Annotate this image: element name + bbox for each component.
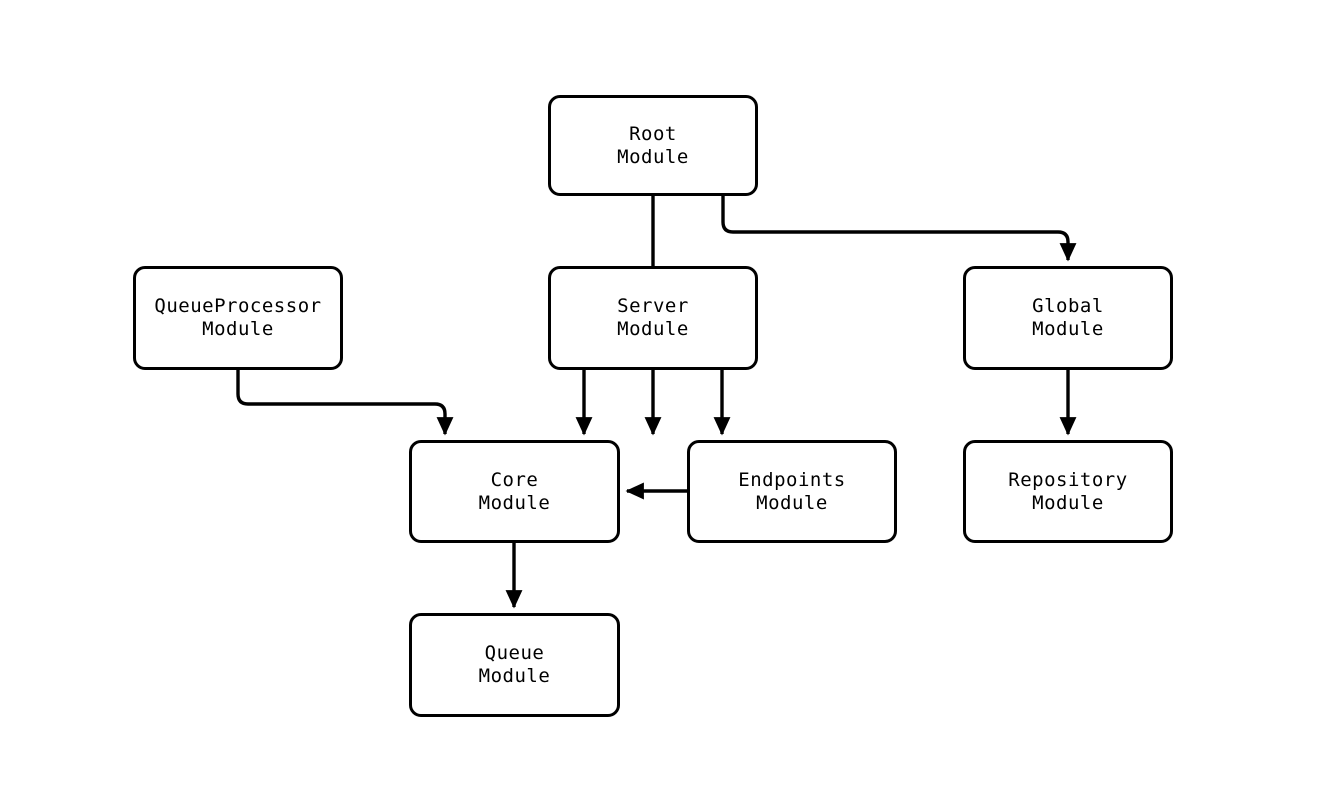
node-repository-module-line1: Repository bbox=[1008, 468, 1128, 491]
node-server-module-line1: Server bbox=[617, 295, 689, 317]
node-endpoints-module[interactable]: Endpoints Module bbox=[687, 440, 897, 543]
node-core-module[interactable]: Core Module bbox=[409, 440, 620, 543]
node-root-module-line1: Root bbox=[629, 122, 677, 145]
node-queue-module-line1: Queue bbox=[484, 642, 545, 664]
node-global-module-line2: Module bbox=[1032, 318, 1104, 340]
node-endpoints-module-line1: Endpoints bbox=[738, 468, 846, 491]
node-queue-module-line2: Module bbox=[478, 665, 551, 687]
node-repository-module[interactable]: Repository Module bbox=[963, 440, 1173, 543]
node-queueprocessor-module-line2: Module bbox=[202, 318, 274, 340]
node-queue-module[interactable]: Queue Module bbox=[409, 613, 620, 717]
edge-queueprocessor-to-core bbox=[236, 370, 454, 436]
node-global-module[interactable]: Global Module bbox=[963, 266, 1173, 370]
edge-root-to-global bbox=[721, 196, 1077, 262]
node-queueprocessor-module[interactable]: QueueProcessor Module bbox=[133, 266, 343, 370]
node-global-module-line1: Global bbox=[1032, 295, 1104, 317]
node-root-module[interactable]: Root Module bbox=[548, 95, 758, 196]
node-repository-module-line2: Module bbox=[1032, 491, 1104, 514]
node-root-module-line2: Module bbox=[617, 145, 689, 168]
node-server-module[interactable]: Server Module bbox=[548, 266, 758, 370]
node-endpoints-module-line2: Module bbox=[756, 491, 828, 514]
node-core-module-line2: Module bbox=[478, 491, 551, 514]
node-server-module-line2: Module bbox=[617, 318, 689, 340]
node-core-module-line1: Core bbox=[490, 468, 539, 491]
node-queueprocessor-module-line1: QueueProcessor bbox=[154, 295, 322, 317]
